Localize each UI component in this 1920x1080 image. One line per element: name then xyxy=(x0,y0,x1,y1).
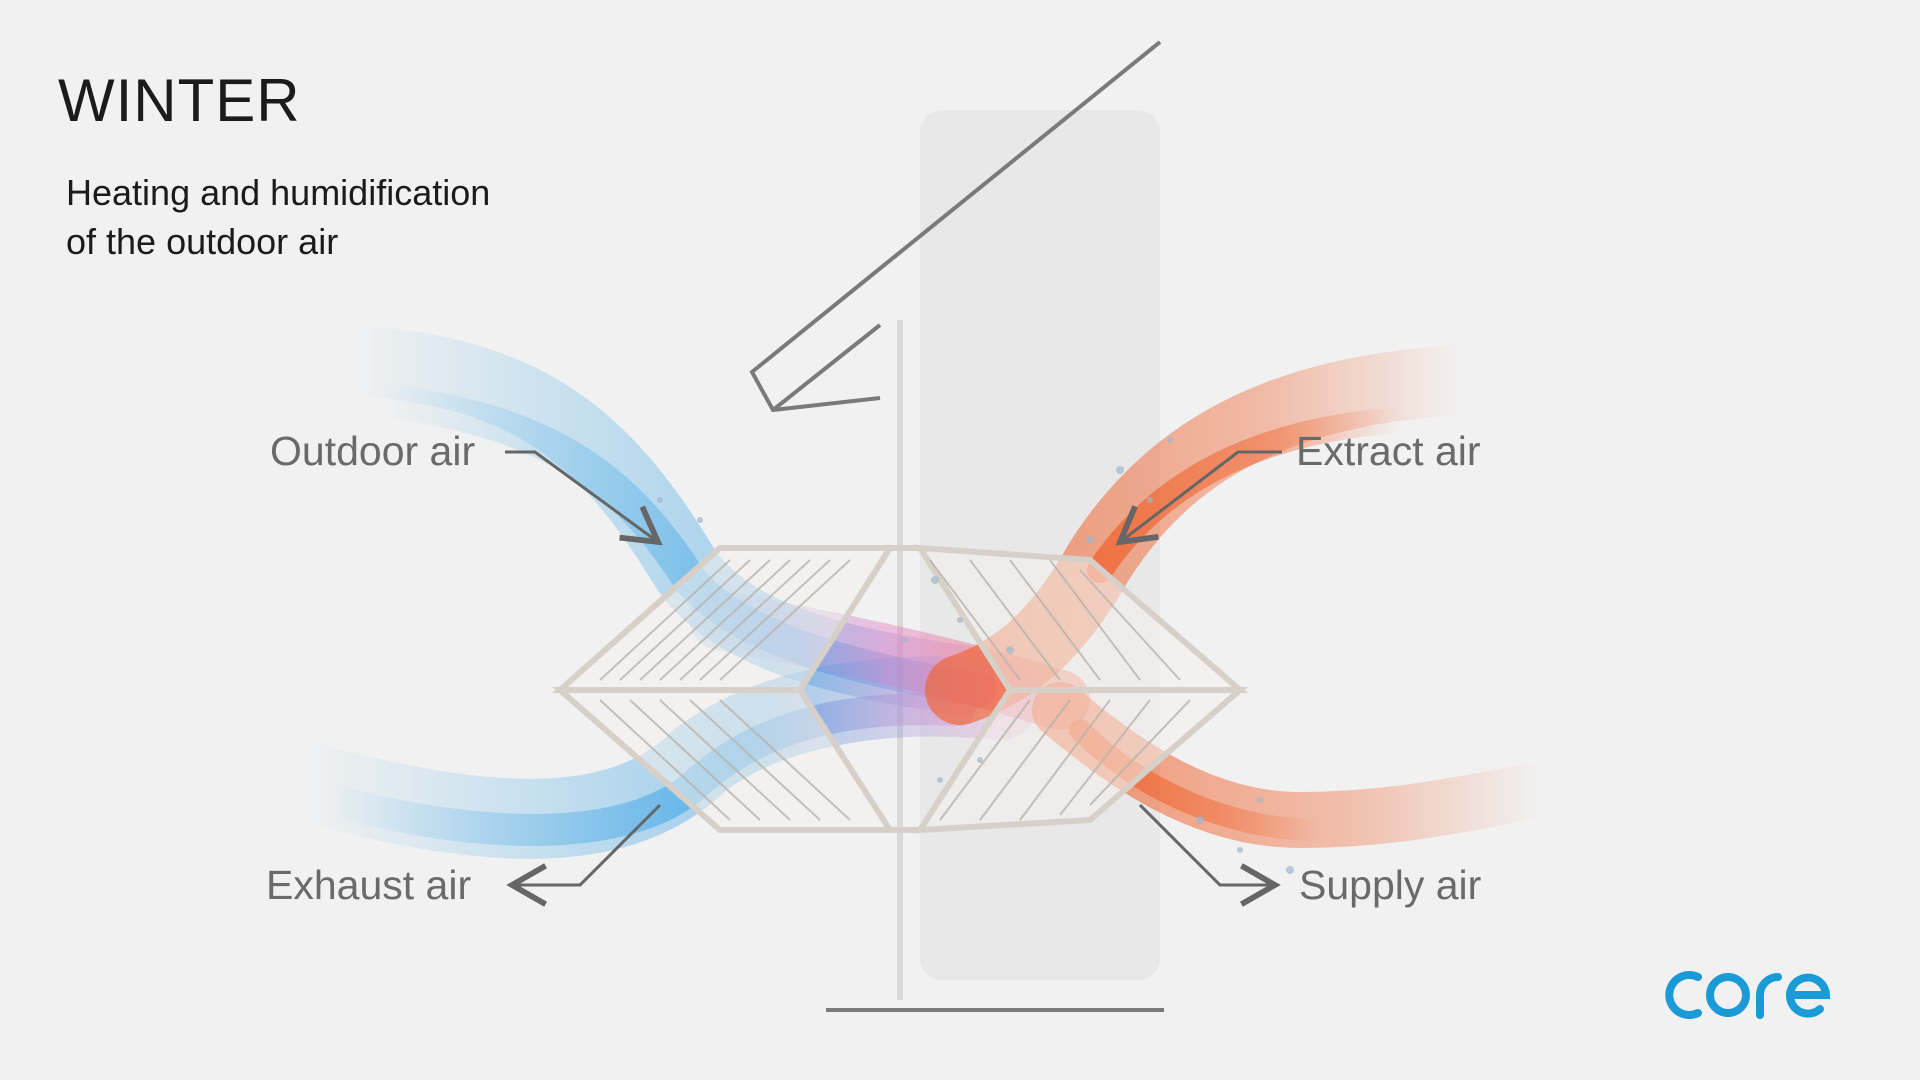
subtitle-line-1: Heating and humidification xyxy=(66,172,491,213)
page-subtitle: Heating and humidification of the outdoo… xyxy=(66,168,626,266)
roof-inner-line xyxy=(771,323,882,412)
roof-line xyxy=(749,40,1162,413)
core-fins xyxy=(599,559,1191,821)
supply-air-label: Supply air xyxy=(1299,862,1482,908)
extract-air-label: Extract air xyxy=(1296,428,1481,474)
supply-air-arrow xyxy=(1138,803,1281,907)
extract-air-arrow xyxy=(1115,450,1282,546)
moisture-droplets xyxy=(657,437,1294,874)
subtitle-line-2: of the outdoor air xyxy=(66,221,339,262)
core-lower-right xyxy=(914,687,1249,834)
exhaust-air-label: Exhaust air xyxy=(266,862,472,908)
outdoor-air-arrow xyxy=(505,450,663,546)
core-logo: core xyxy=(1665,971,1831,1019)
label-arrows xyxy=(505,450,1282,907)
page-title: WINTER xyxy=(58,67,301,134)
exhaust-air-arrow xyxy=(506,803,662,907)
heat-exchanger-core xyxy=(552,544,1249,834)
outdoor-air-label: Outdoor air xyxy=(270,428,476,474)
